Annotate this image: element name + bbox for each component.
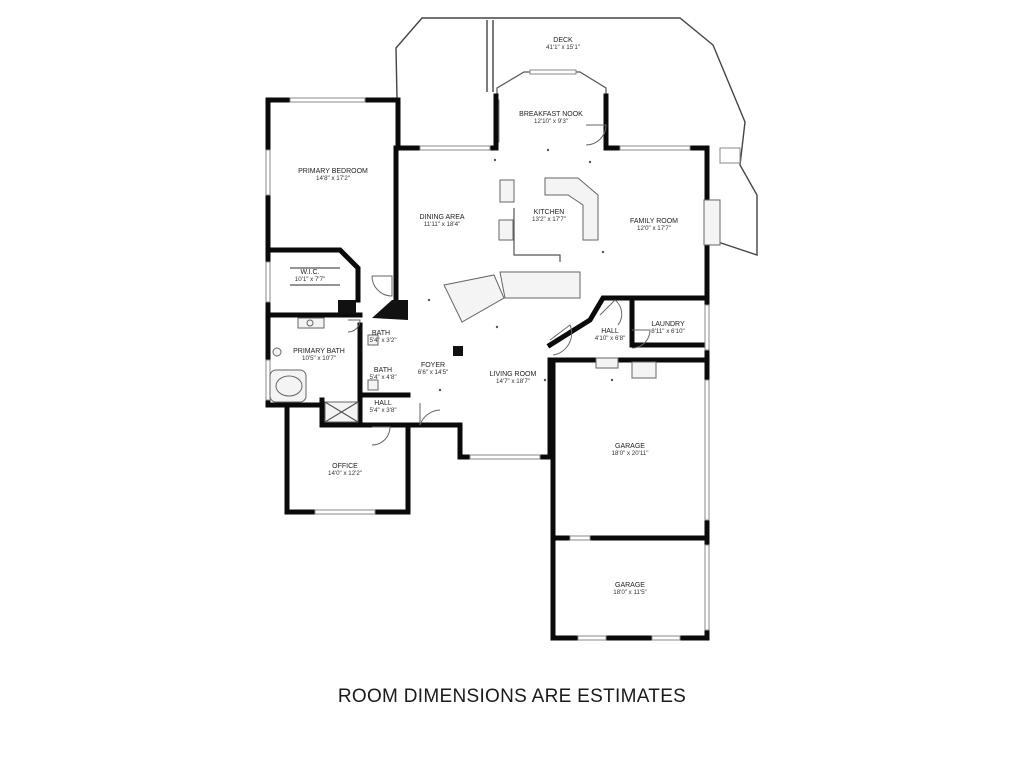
ceiling-light-dots — [427, 148, 614, 392]
room-label-living-room: LIVING ROOM 14'7" x 18'7" — [490, 371, 537, 385]
fixtures — [269, 177, 721, 423]
svg-text:FAMILY ROOM: FAMILY ROOM — [630, 218, 678, 225]
svg-text:BREAKFAST NOOK: BREAKFAST NOOK — [519, 111, 583, 118]
room-label-hall-small: HALL 4'10" x 6'8" — [595, 328, 626, 342]
svg-text:W.I.C.: W.I.C. — [300, 269, 319, 276]
svg-text:10'1" x 7'7": 10'1" x 7'7" — [295, 276, 326, 283]
deck-outline — [395, 17, 758, 256]
room-label-primary-bedroom: PRIMARY BEDROOM 14'8" x 17'2" — [298, 168, 368, 182]
room-label-deck: DECK 41'1" x 15'1" — [546, 37, 580, 51]
svg-text:5'4" x 3'8": 5'4" x 3'8" — [369, 407, 396, 414]
svg-text:5'4" x 3'2": 5'4" x 3'2" — [369, 337, 396, 344]
room-label-garage-1: GARAGE 18'0" x 20'11" — [612, 443, 649, 457]
svg-text:12'0" x 17'7": 12'0" x 17'7" — [637, 225, 671, 232]
svg-text:13'2" x 17'7": 13'2" x 17'7" — [532, 216, 566, 223]
svg-text:6'6" x 14'5": 6'6" x 14'5" — [418, 369, 449, 376]
svg-text:FOYER: FOYER — [421, 362, 445, 369]
room-label-garage-2: GARAGE 18'0" x 11'5" — [613, 582, 646, 596]
svg-text:8'11" x 6'10": 8'11" x 6'10" — [651, 328, 684, 335]
room-label-breakfast-nook: BREAKFAST NOOK 12'10" x 9'3" — [519, 111, 583, 125]
svg-text:10'5" x 10'7": 10'5" x 10'7" — [302, 355, 336, 362]
room-label-bath-2: BATH 5'4" x 4'8" — [369, 367, 396, 381]
svg-text:5'4" x 4'8": 5'4" x 4'8" — [369, 374, 396, 381]
svg-text:GARAGE: GARAGE — [615, 443, 645, 450]
room-label-office: OFFICE 14'0" x 12'2" — [328, 463, 362, 477]
svg-text:14'8" x 17'2": 14'8" x 17'2" — [316, 175, 350, 182]
svg-text:BATH: BATH — [372, 330, 390, 337]
svg-text:HALL: HALL — [601, 328, 619, 335]
svg-text:18'0" x 20'11": 18'0" x 20'11" — [612, 450, 649, 457]
svg-text:DECK: DECK — [553, 37, 573, 44]
door-swings — [347, 124, 651, 446]
windows — [265, 97, 741, 641]
svg-text:14'7" x 18'7": 14'7" x 18'7" — [496, 378, 530, 385]
room-label-family-room: FAMILY ROOM 12'0" x 17'7" — [630, 218, 678, 232]
svg-text:12'10" x 9'3": 12'10" x 9'3" — [534, 118, 568, 125]
svg-text:HALL: HALL — [374, 400, 392, 407]
breakfast-bay — [493, 69, 607, 143]
room-label-wic: W.I.C. 10'1" x 7'7" — [295, 269, 326, 283]
svg-text:LIVING ROOM: LIVING ROOM — [490, 371, 537, 378]
svg-text:PRIMARY BEDROOM: PRIMARY BEDROOM — [298, 168, 368, 175]
svg-text:LAUNDRY: LAUNDRY — [651, 321, 685, 328]
svg-text:14'0" x 12'2": 14'0" x 12'2" — [328, 470, 362, 477]
svg-text:4'10" x 6'8": 4'10" x 6'8" — [595, 335, 626, 342]
room-label-bath-1: BATH 5'4" x 3'2" — [369, 330, 396, 344]
svg-text:DINING AREA: DINING AREA — [419, 214, 464, 221]
room-label-kitchen: KITCHEN 13'2" x 17'7" — [532, 209, 566, 223]
svg-text:GARAGE: GARAGE — [615, 582, 645, 589]
svg-text:18'0" x 11'5": 18'0" x 11'5" — [613, 589, 646, 596]
room-label-hall: HALL 5'4" x 3'8" — [369, 400, 396, 414]
room-label-primary-bath: PRIMARY BATH 10'5" x 10'7" — [293, 348, 345, 362]
footer-disclaimer: ROOM DIMENSIONS ARE ESTIMATES — [337, 686, 687, 707]
svg-text:BATH: BATH — [374, 367, 392, 374]
room-label-dining-area: DINING AREA 11'11" x 18'4" — [419, 214, 464, 228]
svg-text:41'1" x 15'1": 41'1" x 15'1" — [546, 44, 580, 51]
svg-text:11'11" x 18'4": 11'11" x 18'4" — [424, 221, 460, 228]
svg-text:OFFICE: OFFICE — [332, 463, 358, 470]
svg-text:PRIMARY BATH: PRIMARY BATH — [293, 348, 345, 355]
svg-text:KITCHEN: KITCHEN — [534, 209, 565, 216]
room-label-laundry: LAUNDRY 8'11" x 6'10" — [651, 321, 685, 335]
room-label-foyer: FOYER 6'6" x 14'5" — [418, 362, 449, 376]
